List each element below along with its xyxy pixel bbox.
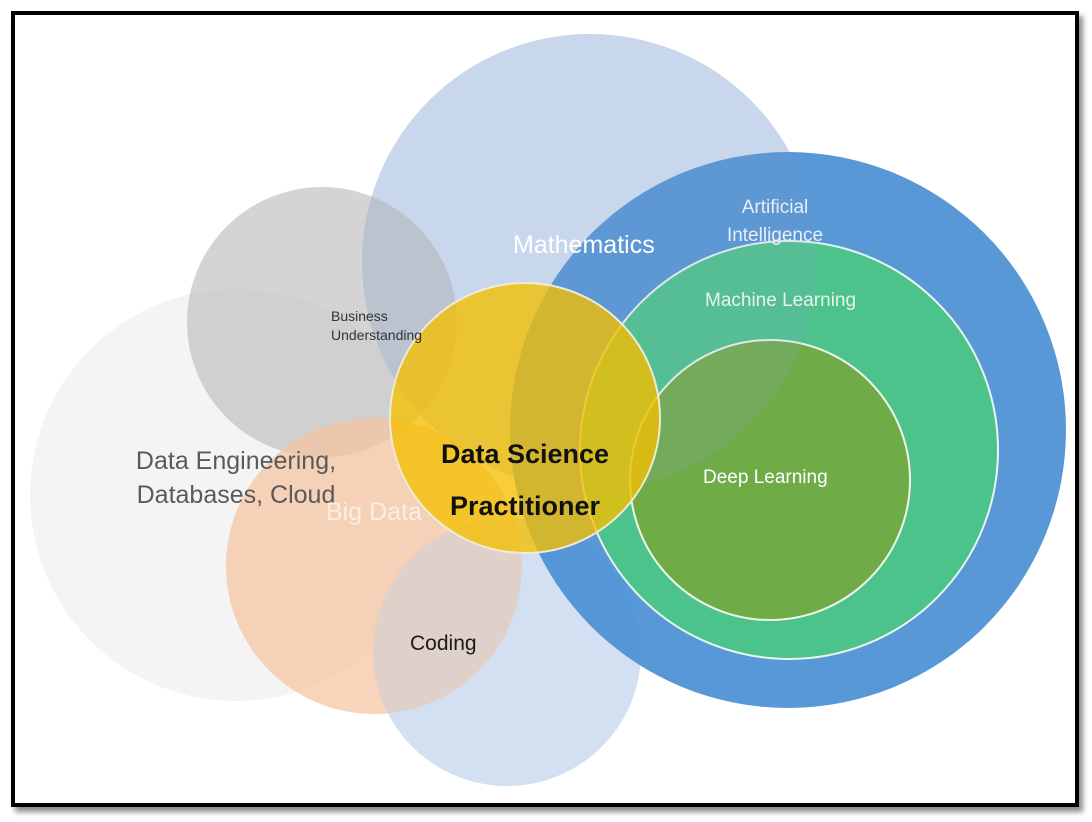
label-coding: Coding [410,632,477,655]
circle-business-understanding [187,187,457,457]
label-business-understanding: Business Understanding [331,308,423,343]
label-data-science-practitioner: Data Science Practitioner [440,439,610,521]
label-deep-learning: Deep Learning [703,467,828,488]
label-machine-learning: Machine Learning [705,290,857,311]
label-artificial-intelligence: Artificial Intelligence [726,197,824,246]
label-big-data: Big Data [326,498,422,526]
circle-data-science-practitioner [389,282,661,554]
label-mathematics: Mathematics [513,231,655,259]
label-data-engineering: Data Engineering, Databases, Cloud [135,447,337,509]
